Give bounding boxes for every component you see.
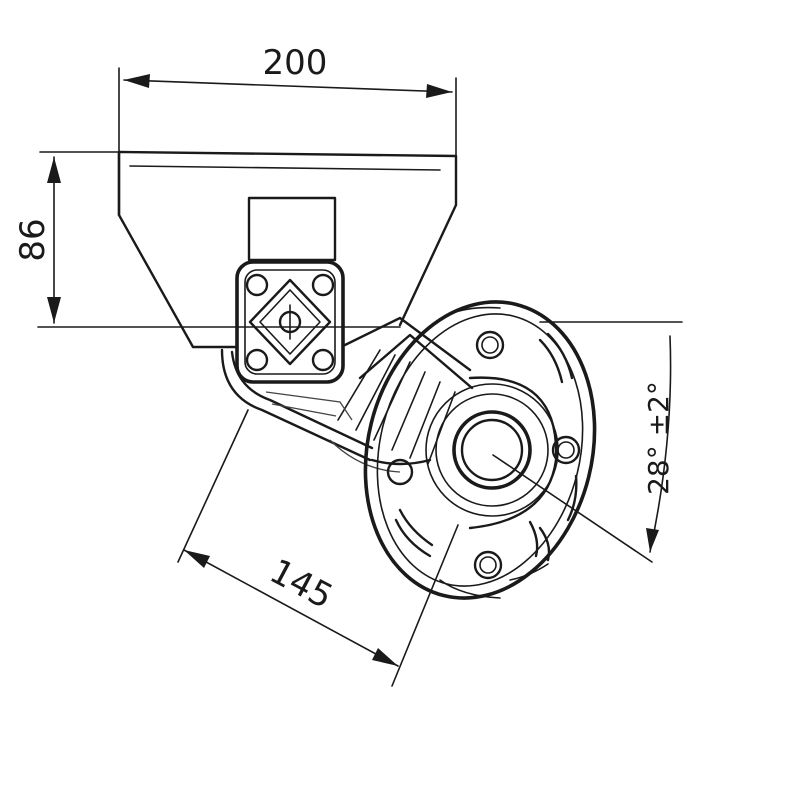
dimension-angle-label: 28° ±2° (642, 381, 675, 495)
dimension-width-label: 200 (263, 43, 328, 83)
housing (117, 150, 458, 349)
dimension-arm-length-label: 145 (263, 551, 339, 617)
dimension-lines (37, 67, 683, 687)
dimension-height-label: 86 (13, 218, 53, 261)
pivot-block (235, 196, 345, 384)
flange (363, 300, 597, 600)
swing-arm (220, 316, 474, 473)
